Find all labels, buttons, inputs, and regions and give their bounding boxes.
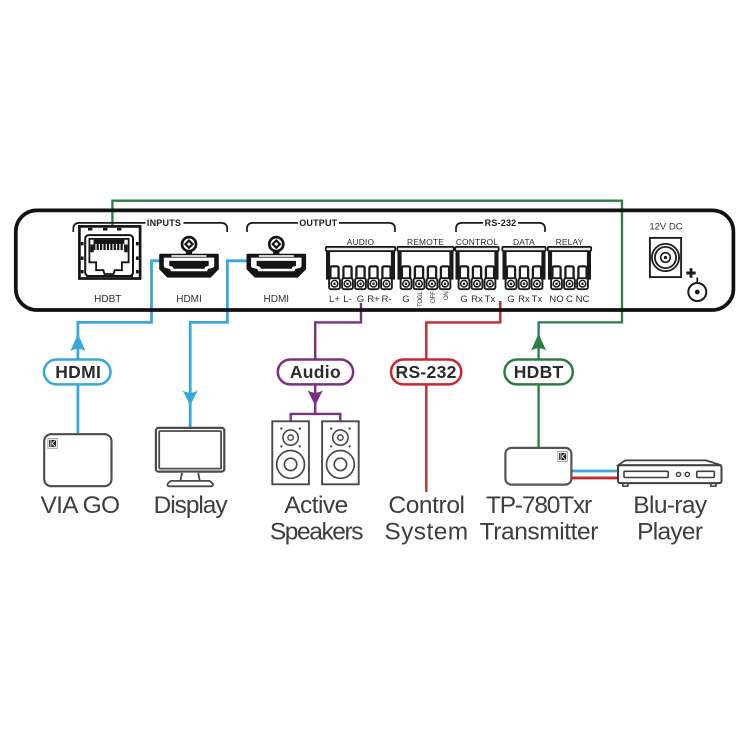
svg-text:RS-232: RS-232 (485, 218, 517, 228)
svg-text:G: G (507, 294, 514, 305)
svg-text:Speakers: Speakers (270, 518, 363, 545)
svg-text:CONTROL: CONTROL (456, 237, 498, 247)
svg-text:DATA: DATA (513, 237, 535, 247)
svg-text:ON: ON (443, 292, 450, 301)
svg-text:RELAY: RELAY (556, 237, 584, 247)
svg-text:Blu-ray: Blu-ray (633, 492, 708, 519)
svg-text:R-: R- (381, 294, 391, 305)
svg-text:Tx: Tx (485, 294, 496, 305)
svg-text:HDMI: HDMI (176, 294, 202, 305)
svg-text:OUTPUT: OUTPUT (299, 218, 338, 228)
svg-text:L-: L- (343, 294, 352, 305)
svg-text:HDBT: HDBT (514, 362, 564, 382)
svg-text:TOGL: TOGL (417, 291, 424, 307)
svg-text:C: C (566, 294, 573, 305)
svg-text:VIA GO: VIA GO (40, 492, 119, 519)
svg-text:Rx: Rx (471, 294, 483, 305)
svg-text:System: System (384, 518, 468, 545)
svg-text:R+: R+ (367, 294, 380, 305)
svg-text:Audio: Audio (290, 362, 341, 382)
svg-text:Control: Control (388, 492, 464, 519)
svg-text:Active: Active (284, 492, 347, 519)
svg-text:HDBT: HDBT (94, 294, 121, 305)
svg-text:Rx: Rx (518, 294, 530, 305)
svg-text:G: G (460, 294, 467, 305)
svg-text:Display: Display (154, 492, 229, 519)
svg-text:Player: Player (637, 518, 703, 545)
svg-text:INPUTS: INPUTS (147, 218, 181, 228)
svg-text:NC: NC (576, 294, 590, 305)
svg-text:L+: L+ (329, 294, 340, 305)
svg-text:HDMI: HDMI (264, 294, 290, 305)
svg-text:RS-232: RS-232 (396, 362, 457, 382)
svg-text:HDMI: HDMI (55, 362, 101, 382)
svg-text:Tx: Tx (532, 294, 543, 305)
svg-text:G: G (402, 294, 409, 305)
svg-text:TP-780Txr: TP-780Txr (486, 492, 592, 519)
svg-text:G: G (357, 294, 364, 305)
svg-text:NO: NO (549, 294, 563, 305)
svg-text:AUDIO: AUDIO (347, 237, 375, 247)
svg-text:REMOTE: REMOTE (407, 237, 444, 247)
svg-text:Transmitter: Transmitter (480, 518, 599, 545)
svg-text:12V DC: 12V DC (649, 222, 682, 233)
svg-text:OFF: OFF (430, 291, 437, 303)
